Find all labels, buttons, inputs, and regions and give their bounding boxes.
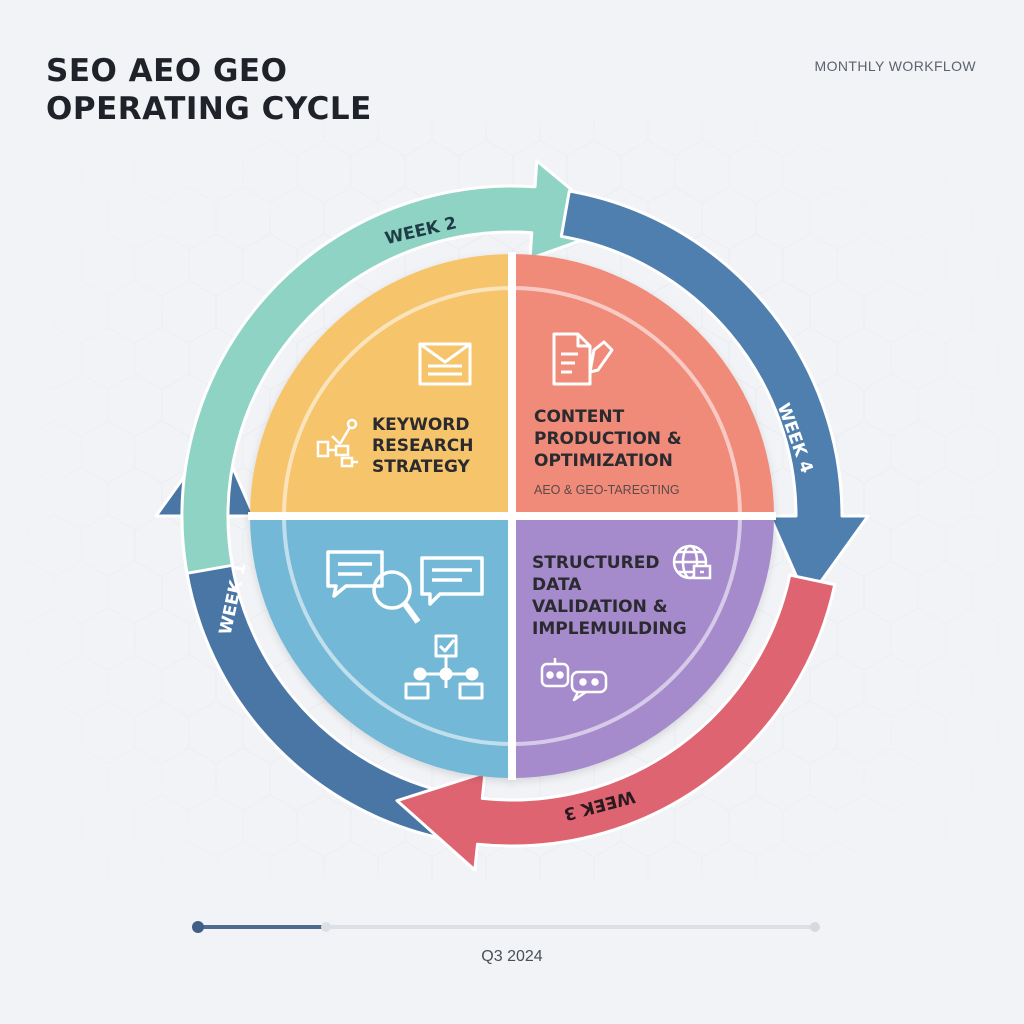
structured-line3: VALIDATION & bbox=[532, 597, 668, 617]
document-edit-icon bbox=[552, 332, 614, 386]
content-line3: OPTIMIZATION bbox=[534, 451, 673, 471]
page-subtitle: MONTHLY WORKFLOW bbox=[814, 58, 976, 74]
page-title-line1: SEO AEO GEO bbox=[46, 53, 288, 89]
keyword-line1: KEYWORD bbox=[372, 415, 470, 435]
timeline-label: Q3 2024 bbox=[481, 948, 543, 965]
content-quadrant-inner bbox=[510, 285, 743, 518]
chat-search-icon bbox=[326, 550, 484, 624]
quadrant-disc bbox=[248, 252, 776, 780]
content-line1: CONTENT bbox=[534, 407, 625, 427]
content-sub: AEO & GEO-TAREGTING bbox=[534, 483, 680, 497]
timeline-slider[interactable] bbox=[192, 921, 820, 933]
page-title-line2: OPERATING CYCLE bbox=[46, 91, 372, 127]
keyword-quadrant-text: KEYWORD RESEARCH STRATEGY bbox=[372, 415, 474, 477]
keyword-line3: STRATEGY bbox=[372, 457, 471, 477]
content-line2: PRODUCTION & bbox=[534, 429, 682, 449]
content-quadrant-text: CONTENT PRODUCTION & OPTIMIZATION AEO & … bbox=[534, 407, 682, 497]
structured-line4: IMPLEMUILDING bbox=[532, 619, 687, 639]
bots-icon bbox=[540, 658, 608, 702]
cycle-arrows bbox=[154, 159, 870, 872]
timeline-end-marker[interactable] bbox=[810, 922, 820, 932]
timeline-track bbox=[196, 925, 816, 929]
inbox-tray-icon bbox=[418, 342, 472, 386]
week-3-arrow bbox=[395, 573, 837, 872]
week-4-arrow bbox=[559, 189, 870, 603]
timeline-marker[interactable] bbox=[321, 922, 332, 932]
timeline-progress bbox=[196, 925, 327, 929]
content-quadrant bbox=[510, 254, 774, 518]
timeline-handle[interactable] bbox=[192, 921, 204, 933]
keyword-network-icon bbox=[316, 418, 358, 468]
hierarchy-check-icon bbox=[404, 634, 484, 700]
keyword-line2: RESEARCH bbox=[372, 436, 474, 456]
globe-chat-icon bbox=[672, 544, 712, 580]
page-title: SEO AEO GEO OPERATING CYCLE bbox=[46, 52, 372, 128]
structured-quadrant-text: STRUCTURED DATA VALIDATION & IMPLEMUILDI… bbox=[532, 553, 687, 639]
structured-line1: STRUCTURED bbox=[532, 553, 659, 573]
structured-line2: DATA bbox=[532, 575, 582, 595]
